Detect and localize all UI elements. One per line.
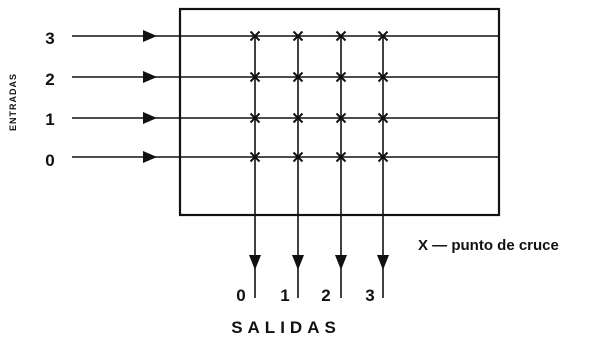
- crosspoint-marker: [377, 112, 389, 124]
- switch-box: [178, 7, 501, 217]
- inputs-title: ENTRADAS: [8, 73, 18, 131]
- crosspoint-marker: [249, 112, 261, 124]
- input-lines: [72, 35, 499, 158]
- crosspoint-marker: [249, 151, 261, 163]
- input-arrows: [143, 30, 157, 163]
- crosspoint-marker: [335, 71, 347, 83]
- output-arrow-1: [292, 255, 304, 270]
- output-label-0: 0: [236, 286, 245, 305]
- output-label-1: 1: [280, 286, 289, 305]
- crosspoint-marker: [249, 71, 261, 83]
- crosspoint-marker: [292, 151, 304, 163]
- input-label-1: 1: [45, 110, 54, 129]
- crosspoint-marker: [335, 112, 347, 124]
- output-label-3: 3: [365, 286, 374, 305]
- output-arrow-3: [377, 255, 389, 270]
- outputs-title: SALIDAS: [231, 318, 341, 337]
- output-arrow-0: [249, 255, 261, 270]
- input-label-2: 2: [45, 70, 54, 89]
- crosspoint-marker: [249, 30, 261, 42]
- output-lines: [254, 36, 384, 298]
- input-arrow-1: [143, 112, 157, 124]
- crosspoint-marker: [292, 112, 304, 124]
- output-arrow-2: [335, 255, 347, 270]
- input-label-3: 3: [45, 29, 54, 48]
- crosspoint-marker: [377, 151, 389, 163]
- input-arrow-2: [143, 71, 157, 83]
- crosspoint-markers: [249, 30, 389, 163]
- crosspoint-marker: [377, 30, 389, 42]
- crosspoint-marker: [377, 71, 389, 83]
- output-arrows: [249, 255, 389, 270]
- crosspoint-marker: [292, 71, 304, 83]
- input-label-0: 0: [45, 151, 54, 170]
- input-arrow-3: [143, 30, 157, 42]
- crosspoint-marker: [335, 30, 347, 42]
- crosspoint-marker: [292, 30, 304, 42]
- crosspoint-marker: [335, 151, 347, 163]
- crosspoint-legend: X — punto de cruce: [418, 237, 559, 254]
- input-arrow-0: [143, 151, 157, 163]
- output-label-2: 2: [321, 286, 330, 305]
